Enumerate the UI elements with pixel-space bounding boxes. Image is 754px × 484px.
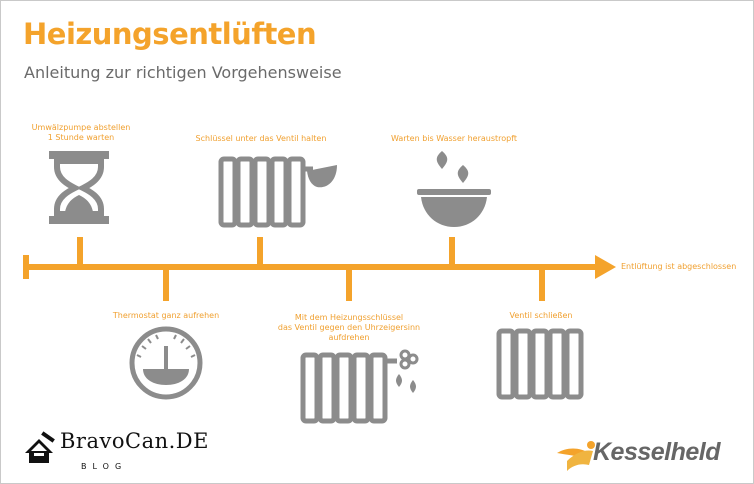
step-5-label: Warten bis Wasser heraustropft [381,134,527,144]
bravocan-name: BravoCan.DE [60,429,209,453]
kesselheld-logo-icon [557,441,595,471]
hourglass-icon [49,151,109,224]
bravocan-blog: BLOG [81,462,128,471]
step-1-label: Umwälzpumpe abstellen 1 Stunde warten [21,123,141,143]
radiator-key-drops-icon [300,349,419,424]
tick-step-6 [539,267,545,301]
step-2-label: Thermostat ganz aufrehen [101,311,231,321]
step-4-label-line3: aufdrehen [328,333,370,342]
bravocan-logo-icon [25,431,55,463]
step-4-label: Mit dem Heizungsschlüssel das Ventil geg… [269,313,429,343]
page-title: Heizungsentlüften [23,17,317,51]
tick-step-2 [163,267,169,301]
timeline-axis [23,264,597,270]
step-1-label-line2: 1 Stunde warten [47,133,115,142]
end-label: Entlüftung ist abgeschlossen [621,262,737,271]
wrench-bowl-icon [307,165,337,188]
step-3-label: Schlüssel unter das Ventil halten [191,134,331,144]
tick-step-5 [449,237,455,267]
radiator-icon [496,328,584,400]
tick-step-3 [257,237,263,267]
page-subtitle: Anleitung zur richtigen Vorgehensweise [24,63,342,82]
step-3-label-line1: Schlüssel unter das Ventil halten [195,134,327,143]
step-2-label-line1: Thermostat ganz aufrehen [112,311,220,320]
step-1-label-line1: Umwälzpumpe abstellen [31,123,131,132]
thermostat-dial-icon [129,326,203,400]
tick-step-1 [77,237,83,267]
step-4-label-line1: Mit dem Heizungsschlüssel [294,313,404,322]
step-4-label-line2: das Ventil gegen den Uhrzeigersinn [277,323,421,332]
tick-step-4 [346,267,352,301]
step-6-label-line1: Ventil schließen [509,311,573,320]
timeline-arrowhead [595,255,616,279]
timeline-start-cap [23,255,29,279]
bowl-drops-icon [417,151,491,227]
kesselheld-name: Kesselheld [593,438,721,466]
radiator-with-bowl-icon [218,156,313,228]
step-6-label: Ventil schließen [481,311,601,321]
step-5-label-line1: Warten bis Wasser heraustropft [390,134,518,143]
